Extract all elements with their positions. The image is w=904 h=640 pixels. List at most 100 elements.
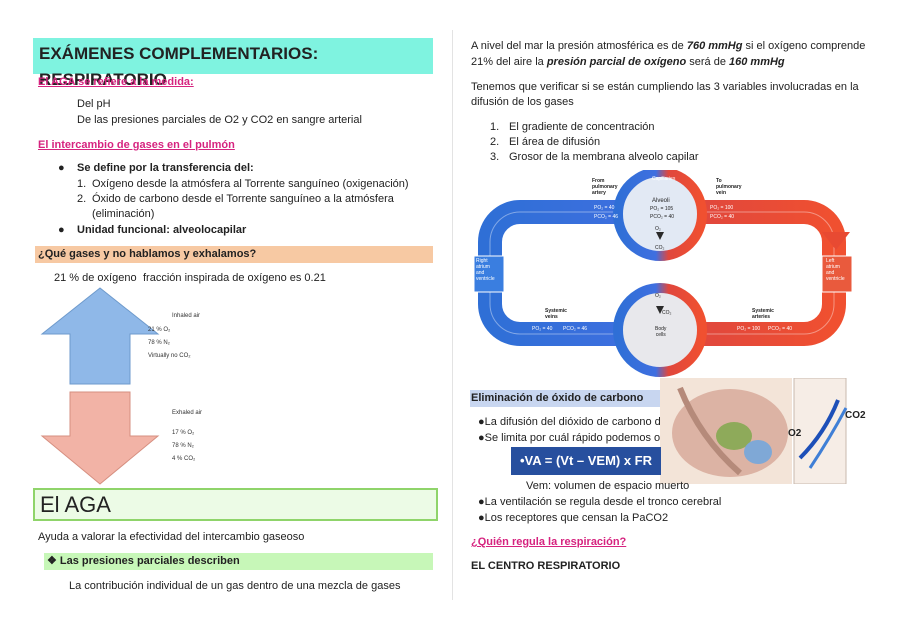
left-atrium-box (821, 255, 853, 293)
airway-path (677, 386, 742, 476)
left-atrium-label: Left atrium and ventricle (826, 258, 845, 282)
diagram-po2: PO₂ = 105 (650, 206, 674, 212)
label-line: Systemic (545, 308, 567, 314)
verify-line-1: Tenemos que verificar si se están cumpli… (471, 81, 859, 93)
inhaled-line: Virtually no CO₂ (148, 353, 191, 359)
respiratory-center: EL CENTRO RESPIRATORIO (471, 560, 621, 572)
diagram-o2: O₂ (655, 226, 661, 232)
diagram-pco2: PCO₂ = 46 (594, 214, 619, 220)
label-line: and (476, 270, 485, 276)
label-line: Left (826, 258, 835, 264)
diagram-pco2: PCO₂ = 40 (768, 326, 793, 332)
defined-by: Se define por la transferencia del: (77, 162, 254, 174)
text: 21% del aire la (471, 56, 547, 68)
diagram-po2: PO₂ = 40 (532, 326, 553, 332)
verify-line-2: difusión de los gases (471, 96, 574, 108)
gas-exchange-diagram (473, 170, 853, 377)
exhaled-line: 78 % N₂ (172, 443, 195, 449)
inhaled-line: 21 % O₂ (148, 327, 171, 333)
diagram-pco2: PCO₂ = 46 (563, 326, 588, 332)
label-line: pulmonary (716, 184, 742, 190)
systemic-arteries-label: Systemic arteries (752, 308, 774, 320)
label-line: arteries (752, 314, 771, 320)
label-line: ventricle (826, 276, 845, 282)
dead-space-note: Vem: volumen de espacio muerto (526, 480, 690, 492)
up-arrow-icon (40, 287, 160, 385)
diagram-label-alveoli: Alveoli (652, 198, 670, 204)
label-line: ventricle (476, 276, 495, 282)
diagram-o2: O₂ (655, 293, 661, 299)
label-line: vein (716, 190, 727, 196)
elim-item-2: ●Se limita por cuál rápido podemos o (478, 432, 660, 444)
label-line: atrium (826, 264, 840, 270)
down-arrow-icon (822, 232, 850, 250)
text: La difusión del dióxido de carbono d (484, 416, 661, 428)
variable-num: 2. (490, 136, 500, 148)
text: A nivel del mar la presión atmosférica e… (471, 40, 687, 52)
aga-item-pressures: De las presiones parciales de O2 y CO2 e… (77, 114, 362, 126)
label-line: pulmonary (592, 184, 618, 190)
pressure-line-1: A nivel del mar la presión atmosférica e… (471, 40, 865, 52)
aga-big-heading: El AGA (33, 488, 438, 521)
partial-pressure-term: presión parcial de oxígeno (546, 56, 687, 68)
variable-item: Grosor de la membrana alveolo capilar (509, 151, 699, 163)
label-line: Body (655, 326, 667, 332)
column-divider (452, 30, 453, 600)
variable-item: El área de difusión (509, 136, 601, 148)
transfer-item-2: Óxido de carbono desde el Torrente sangu… (92, 193, 394, 205)
diagram-label-capillaries: Capillaries (652, 176, 676, 182)
down-arrow-icon (40, 391, 160, 485)
ventilation-formula: •VA = (Vt – VEM) x FR (511, 447, 661, 475)
aga-heading: El AGA se refiere a la medida: (38, 76, 194, 88)
right-atrium-box (473, 255, 505, 293)
from-artery-label: From pulmonary artery (592, 178, 622, 196)
diagram-co2: CO₂ (662, 310, 672, 316)
diagram-label-capillaries: Capillaries (587, 176, 611, 182)
transfer-item-2-cont: (eliminación) (92, 208, 155, 220)
text: será de (686, 56, 730, 68)
bullet-dot: ● (58, 224, 65, 236)
text: Se limita por cuál rápido podemos o (484, 432, 661, 444)
label-line: cells (655, 332, 666, 338)
bullet-dot: ● (58, 162, 65, 174)
aga-item-ph: Del pH (77, 98, 111, 110)
variable-num: 1. (490, 121, 500, 133)
systemic-veins-label: Systemic veins (545, 308, 567, 320)
partial-heading-box: ❖ Las presiones parciales describen (44, 553, 433, 570)
elimination-heading: Eliminación de óxido de carbono (470, 390, 660, 407)
partial-heading: Las presiones parciales describen (59, 555, 240, 567)
bullet-dot: ● (478, 496, 485, 508)
label-line: To (716, 178, 722, 184)
label-line: artery (592, 190, 606, 196)
exchange-heading: El intercambio de gases en el pulmón (38, 139, 235, 151)
exhaled-line: 17 % O₂ (172, 430, 195, 436)
po2-value: 160 mmHg (729, 56, 785, 68)
inhaled-title: Inhaled air (172, 313, 201, 319)
diagram-co2: CO₂ (655, 245, 665, 251)
lung-illustration (660, 378, 848, 484)
elim-item-4: ●Los receptores que censan la PaCO2 (478, 512, 668, 524)
bullet-dot: ● (478, 416, 485, 428)
body-cells-label: Body cells (655, 326, 666, 338)
o2-arrow-icon (798, 399, 840, 460)
label-line: Right (476, 258, 488, 264)
transfer-num-1: 1. (77, 178, 87, 190)
diamond-bullet-icon: ❖ (47, 555, 60, 567)
aga-description: Ayuda a valorar la efectividad del inter… (38, 531, 305, 543)
diagram-po2: PO₂ = 100 (710, 205, 734, 211)
diagram-pco2: PCO₂ = 40 (650, 214, 675, 220)
partial-description: La contribución individual de un gas den… (69, 580, 401, 592)
alveoli-cluster (744, 440, 772, 464)
air-arrows-figure (40, 287, 160, 485)
to-vein-label: To pulmonary vein (716, 178, 746, 196)
label-line: veins (545, 314, 558, 320)
text: Los receptores que censan la PaCO2 (484, 512, 669, 524)
body-cells-circle (613, 283, 707, 377)
diagram-po2: PO₂ = 100 (737, 326, 761, 332)
label-line: From (592, 178, 605, 184)
elim-item-1: ●La difusión del dióxido de carbono d (478, 416, 661, 428)
variable-num: 3. (490, 151, 500, 163)
right-atrium-label: Right atrium and ventricle (476, 258, 495, 282)
bullet-dot: ● (478, 512, 485, 524)
diagram-pco2: PCO₂ = 40 (710, 214, 735, 220)
